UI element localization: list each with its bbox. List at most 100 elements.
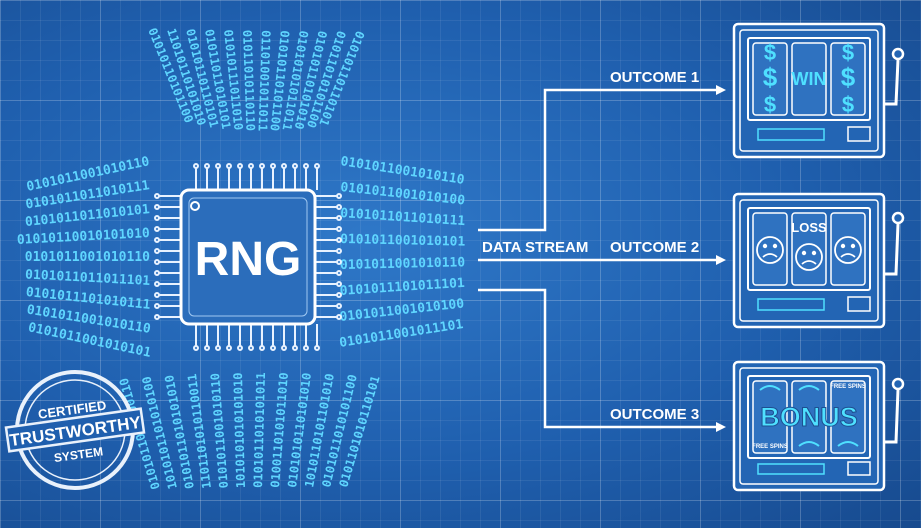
chip-pin xyxy=(336,248,342,254)
svg-text:$: $ xyxy=(763,62,778,92)
chip-pin xyxy=(314,163,320,169)
chip-pin xyxy=(336,270,342,276)
win-reel-text: WIN xyxy=(792,69,827,89)
chip-pin xyxy=(336,204,342,210)
chip-pin xyxy=(154,215,160,221)
chip-pin xyxy=(154,314,160,320)
chip-pin xyxy=(336,281,342,287)
chip-pin xyxy=(336,193,342,199)
binary-stream-right: 0101011001010110010101100101010001010110… xyxy=(338,154,466,351)
chip-pin xyxy=(303,163,309,169)
chip-pins xyxy=(154,163,342,351)
stream-line-outcome-3 xyxy=(478,288,726,432)
chip-pin xyxy=(226,163,232,169)
stream-line-outcome-1 xyxy=(478,85,726,232)
binary-row-right: 0101011001010101 xyxy=(340,232,466,250)
chip-pin xyxy=(154,226,160,232)
binary-row-right: 0101011101011101 xyxy=(339,276,465,299)
dollar-icon: $ $ $ xyxy=(841,40,856,117)
free-spins-badge-bottom: FREE SPINS xyxy=(752,444,788,450)
rng-chip: RNG xyxy=(179,188,317,326)
binary-column-bottom: 0101011010101011 xyxy=(251,372,268,488)
sad-face-icon xyxy=(795,243,823,271)
chip-pin xyxy=(237,163,243,169)
seal-bottom-text: SYSTEM xyxy=(53,444,104,465)
chip-pin xyxy=(154,292,160,298)
chip-pin xyxy=(215,163,221,169)
chip-pin xyxy=(154,270,160,276)
binary-row-right: 0101011011010111 xyxy=(340,206,466,229)
data-stream-label: DATA STREAM xyxy=(482,239,588,256)
chip-pin xyxy=(154,259,160,265)
chip-pin xyxy=(204,163,210,169)
binary-stream-left: 0101011001010110010101101101011101010110… xyxy=(17,154,153,361)
dollar-icon: $ $ $ xyxy=(763,40,778,117)
slot-machine-win: $ $ $ WIN $ $ $ xyxy=(732,22,905,159)
outcome-1-label: OUTCOME 1 xyxy=(610,69,699,86)
binary-stream-bottom: 0101011010100110101010110101010001010110… xyxy=(117,372,383,491)
chip-pin xyxy=(281,163,287,169)
chip-pin xyxy=(336,314,342,320)
slot-machine-loss: LOSS xyxy=(732,192,905,329)
chip-pin xyxy=(270,163,276,169)
chip-pin xyxy=(154,281,160,287)
svg-text:$: $ xyxy=(842,40,854,65)
binary-row-left: 0101011001010110 xyxy=(25,250,150,265)
sad-face-icon xyxy=(834,236,862,264)
chip-pin1-dot xyxy=(190,201,200,211)
chip-pin xyxy=(248,163,254,169)
outcome-2-label: OUTCOME 2 xyxy=(610,239,699,256)
chip-pin xyxy=(336,237,342,243)
loss-reel-text: LOSS xyxy=(791,220,827,235)
chip-pin xyxy=(281,345,287,351)
chip-pin xyxy=(154,303,160,309)
chip-pin xyxy=(314,345,320,351)
bonus-reel-text: BONUS xyxy=(760,402,858,432)
chip-pin xyxy=(259,345,265,351)
chip-pin xyxy=(303,345,309,351)
chip-pin xyxy=(237,345,243,351)
chip-pin xyxy=(154,248,160,254)
chip-pin xyxy=(248,345,254,351)
data-stream-lines xyxy=(478,85,726,432)
lever-knob-icon xyxy=(891,211,905,225)
chip-pin xyxy=(336,215,342,221)
chip-pin xyxy=(336,259,342,265)
binary-row-right: 0101011001010110 xyxy=(340,255,466,273)
chip-pin xyxy=(154,237,160,243)
binary-column-top: 01011010110110 xyxy=(240,30,258,132)
binary-stream-top: 0101011010110011010110101010010101101101… xyxy=(145,26,367,132)
chip-label: RNG xyxy=(195,233,302,286)
slot-machine-bonus: FREE SPINS FREE SPINS BONUS xyxy=(732,360,905,492)
chip-pin xyxy=(226,345,232,351)
free-spins-badge-top: FREE SPINS xyxy=(830,384,866,390)
binary-row-left: 01010110010101010 xyxy=(17,226,151,248)
chip-pin xyxy=(193,345,199,351)
chip-pin xyxy=(204,345,210,351)
chip-pin xyxy=(336,303,342,309)
chip-pin xyxy=(193,163,199,169)
chip-pin xyxy=(292,345,298,351)
chip-pin xyxy=(292,163,298,169)
chip-pin xyxy=(336,226,342,232)
svg-text:$: $ xyxy=(764,40,776,65)
sad-face-icon xyxy=(756,236,784,264)
chip-inner-border xyxy=(188,197,308,317)
chip-body xyxy=(179,188,317,326)
binary-column-top: 01101001011011 xyxy=(255,30,273,132)
chip-pin xyxy=(154,193,160,199)
chip-pin xyxy=(270,345,276,351)
chip-pin xyxy=(336,292,342,298)
lever-knob-icon xyxy=(891,47,905,61)
lever-knob-icon xyxy=(891,377,905,391)
binary-column-bottom: 1010101010101010 xyxy=(231,372,248,488)
svg-text:$: $ xyxy=(841,62,856,92)
svg-text:$: $ xyxy=(764,92,776,117)
outcome-3-label: OUTCOME 3 xyxy=(610,406,699,423)
binary-row-left: 0101011011011101 xyxy=(25,267,151,289)
chip-pin xyxy=(154,204,160,210)
chip-pin xyxy=(259,163,265,169)
svg-text:$: $ xyxy=(842,92,854,117)
